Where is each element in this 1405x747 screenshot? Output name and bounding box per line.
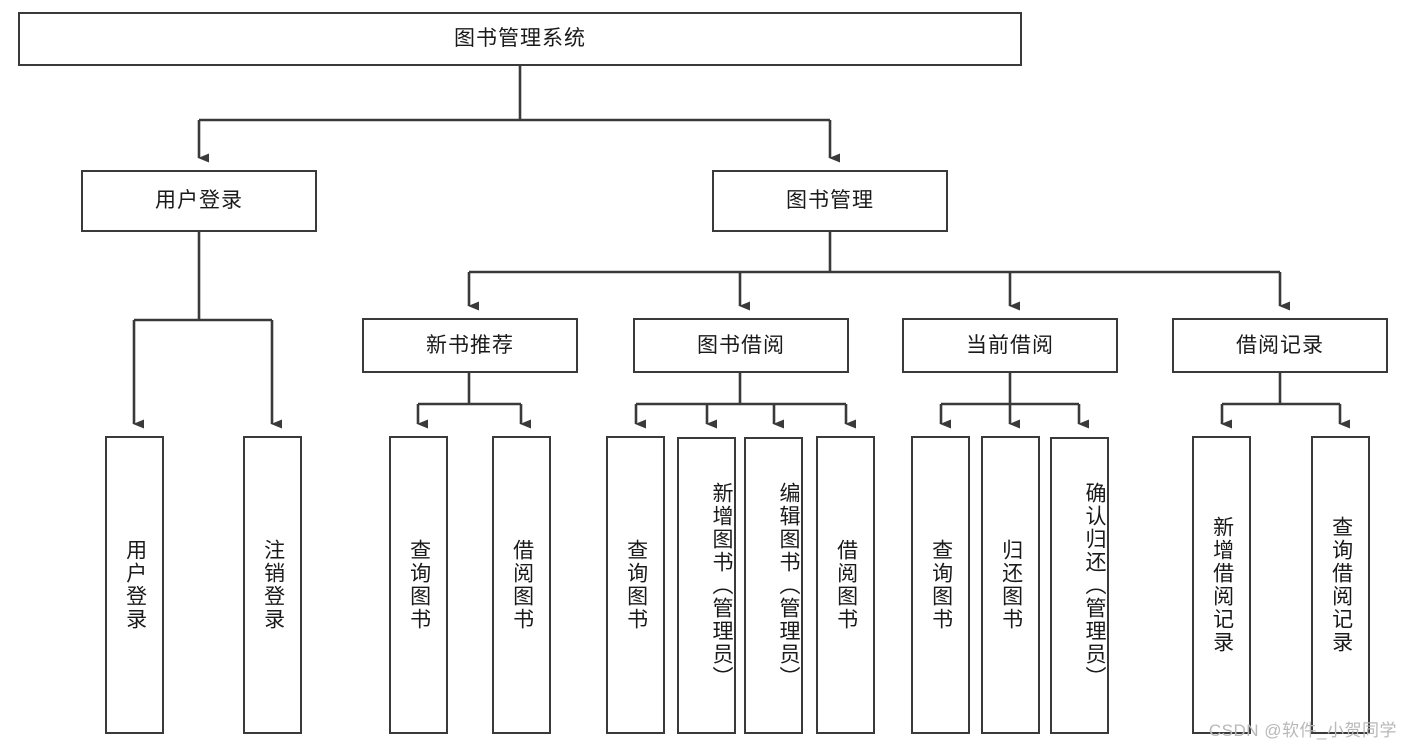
node-label: 图书管理 (786, 189, 874, 213)
edges-bookmgmt-to-level3 (467, 232, 1290, 311)
edges-bookborrow-to-leaves (634, 373, 856, 429)
edges-borrowrecord-to-leaves (1220, 373, 1350, 429)
node-label: 确认归还（管理员） (1083, 482, 1106, 689)
node-borrow-record[interactable]: 借阅记录 (1172, 318, 1388, 373)
leaf-new-book-query-book[interactable]: 查询图书 (389, 436, 448, 734)
node-label: 用户登录 (155, 189, 243, 213)
node-label: 新增图书（管理员） (710, 482, 733, 689)
node-label: 编辑图书（管理员） (777, 482, 800, 689)
node-book-management[interactable]: 图书管理 (712, 170, 948, 232)
node-new-book-recommend[interactable]: 新书推荐 (362, 318, 578, 373)
node-root-book-management-system[interactable]: 图书管理系统 (18, 12, 1022, 66)
node-label: 查询图书 (929, 539, 953, 631)
edges-userlogin-to-leaves (132, 232, 282, 429)
node-label: 查询图书 (407, 539, 431, 631)
node-label: 注销登录 (261, 539, 285, 631)
leaf-user-login-signin[interactable]: 用户登录 (105, 436, 164, 734)
node-current-borrow[interactable]: 当前借阅 (902, 318, 1118, 373)
node-label: 借阅图书 (510, 539, 534, 631)
edges-newbook-to-leaves (416, 373, 531, 429)
leaf-borrow-record-query-record[interactable]: 查询借阅记录 (1311, 436, 1370, 734)
node-label: 归还图书 (999, 539, 1023, 631)
edges-root-to-level2 (197, 66, 840, 163)
node-label: 图书管理系统 (454, 27, 586, 51)
leaf-book-borrow-query-book[interactable]: 查询图书 (606, 436, 665, 734)
leaf-current-borrow-query-book[interactable]: 查询图书 (911, 436, 970, 734)
node-label: 当前借阅 (966, 333, 1054, 357)
node-label: 图书借阅 (697, 333, 785, 357)
node-label: 查询借阅记录 (1329, 516, 1353, 654)
node-label: 新增借阅记录 (1210, 516, 1234, 654)
leaf-user-login-signout[interactable]: 注销登录 (243, 436, 302, 734)
edges-currentborrow-to-leaves (939, 373, 1089, 429)
leaf-book-borrow-add-book-admin[interactable]: 新增图书（管理员） (677, 437, 736, 734)
node-user-login[interactable]: 用户登录 (81, 170, 317, 232)
leaf-borrow-record-add-record[interactable]: 新增借阅记录 (1192, 436, 1251, 734)
node-label: 借阅记录 (1236, 333, 1324, 357)
leaf-current-borrow-return-book[interactable]: 归还图书 (981, 436, 1040, 734)
node-label: 借阅图书 (834, 539, 858, 631)
node-label: 新书推荐 (426, 333, 514, 357)
leaf-book-borrow-borrow-book[interactable]: 借阅图书 (816, 436, 875, 734)
leaf-new-book-borrow-book[interactable]: 借阅图书 (492, 436, 551, 734)
leaf-book-borrow-edit-book-admin[interactable]: 编辑图书（管理员） (744, 437, 803, 734)
leaf-current-borrow-confirm-return-admin[interactable]: 确认归还（管理员） (1050, 437, 1109, 734)
node-book-borrow[interactable]: 图书借阅 (633, 318, 849, 373)
node-label: 查询图书 (624, 539, 648, 631)
node-label: 用户登录 (123, 539, 147, 631)
